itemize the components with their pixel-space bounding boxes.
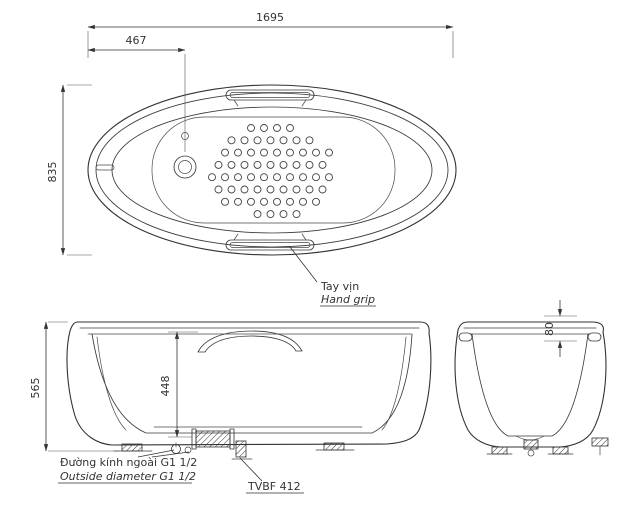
- hand-grip-callout: Tay vịn Hand grip: [289, 246, 376, 307]
- front-view: 565 448 Đường kính ngoài G1 1/2 Outside …: [29, 321, 432, 494]
- dim-drain-offset-label: 467: [126, 34, 147, 47]
- end-feet-and-drain: [486, 437, 609, 457]
- grip-label-vi: Tay vịn: [320, 280, 359, 293]
- front-hand-grip: [197, 330, 303, 353]
- tub-outline: [87, 84, 457, 256]
- end-view: 80: [454, 300, 609, 457]
- end-shell: [454, 321, 607, 448]
- drain-diameter-callout: Đường kính ngoài G1 1/2 Outside diameter…: [58, 449, 197, 484]
- dimension-inner-height: 448: [159, 331, 198, 438]
- top-view: 1695 467 835 Tay vịn Hand grip: [46, 11, 457, 307]
- front-drain-assembly: [171, 428, 253, 460]
- dim-total-height-label: 565: [29, 378, 42, 399]
- end-grip-ends: [458, 332, 602, 342]
- drain-label-vi: Đường kính ngoài G1 1/2: [60, 456, 197, 469]
- front-feet: [113, 442, 355, 452]
- dimension-depth: 835: [46, 84, 92, 256]
- dim-depth-label: 835: [46, 162, 59, 183]
- model-label: TVBF 412: [247, 480, 301, 493]
- dim-inner-height-label: 448: [159, 376, 172, 397]
- dim-rim-height-label: 80: [543, 322, 556, 336]
- hand-grip-bottom: [225, 233, 315, 251]
- grip-label-en: Hand grip: [321, 293, 375, 306]
- dimension-total-height: 565: [29, 321, 118, 452]
- dimension-drain-offset: 467: [87, 34, 186, 152]
- dimension-rim-height: 80: [543, 300, 577, 357]
- dim-width-label: 1695: [256, 11, 284, 24]
- drain-label-en: Outside diameter G1 1/2: [60, 470, 196, 483]
- dimension-width: 1695: [87, 11, 454, 58]
- model-callout: TVBF 412: [239, 457, 304, 494]
- front-shell: [66, 321, 432, 446]
- rim-slot: [95, 164, 115, 171]
- anti-slip-dot-field: [208, 124, 333, 219]
- hand-grip-top: [225, 89, 315, 107]
